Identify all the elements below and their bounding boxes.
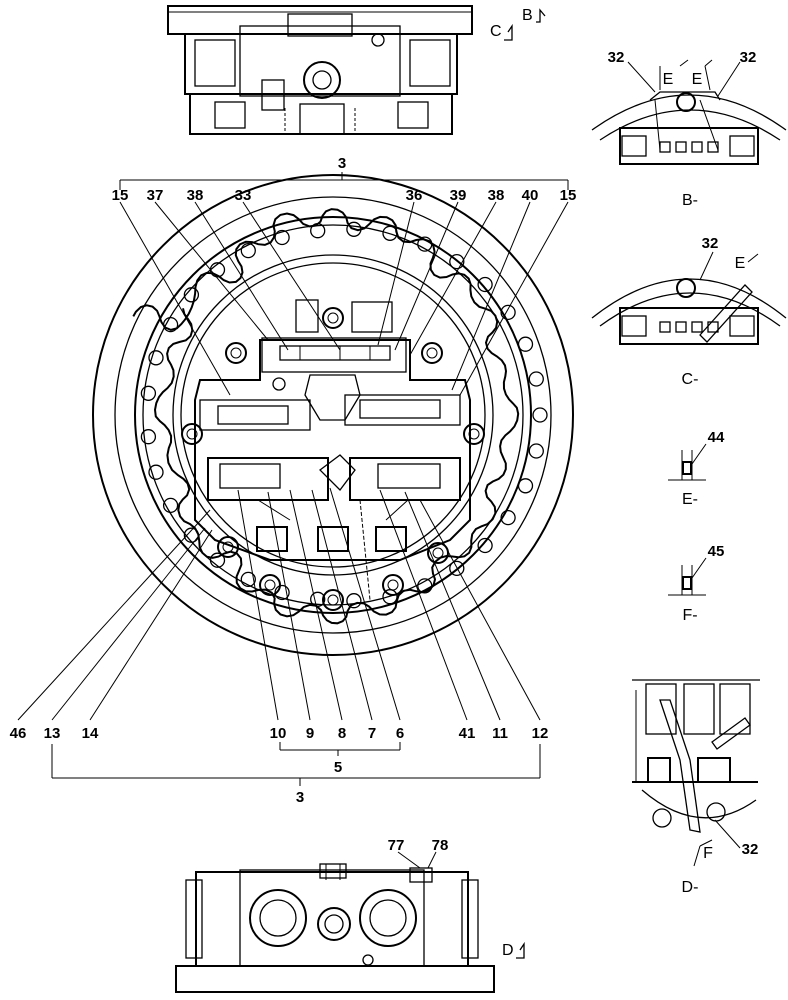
callout-39: 39: [450, 187, 467, 204]
view-arrow-c-label: C: [490, 23, 502, 40]
detail-b-mark-e-left: E: [663, 71, 674, 88]
top-view: [167, 5, 473, 135]
inner-mounting-bolts: [181, 307, 485, 611]
detail-b-callout-32-left: 32: [608, 49, 625, 66]
callout-leaders-bottom: [17, 487, 541, 721]
main-view: 3 15 37 38 33 36 39 38 40 15 46 13 14 10…: [10, 155, 577, 806]
outer-flange-ring: [92, 174, 574, 656]
detail-b: 32 32 E E B-: [591, 49, 787, 209]
group-label-bottom: 3: [296, 789, 304, 806]
callout-38-left: 38: [187, 187, 204, 204]
detail-d: 32 F D-: [632, 679, 760, 896]
callout-9: 9: [306, 725, 314, 742]
sprocket-outline: [132, 208, 520, 625]
flange-ring-inner: [114, 196, 552, 634]
callout-15-left: 15: [112, 187, 129, 204]
callout-8: 8: [338, 725, 346, 742]
bottom-callout-77: 77: [388, 837, 405, 854]
callout-33: 33: [235, 187, 252, 204]
callout-15-right: 15: [560, 187, 577, 204]
callout-12: 12: [532, 725, 549, 742]
view-arrow-b-label: B: [522, 7, 533, 24]
bottom-arrow-d-label: D: [502, 942, 514, 959]
callout-37: 37: [147, 187, 164, 204]
callout-36: 36: [406, 187, 423, 204]
detail-c: 32 E C-: [591, 235, 787, 388]
group-label-mid: 5: [334, 759, 342, 776]
callout-41: 41: [459, 725, 476, 742]
hub-ring: [134, 216, 532, 614]
detail-b-mark-e-right: E: [692, 71, 703, 88]
bottom-view: 77 78 D: [175, 837, 525, 993]
callout-6: 6: [396, 725, 404, 742]
callout-13: 13: [44, 725, 61, 742]
detail-f-callout-45: 45: [708, 543, 725, 560]
detail-d-callout-32: 32: [742, 841, 759, 858]
detail-e: 44 E-: [668, 429, 725, 508]
callout-leaders-top: [119, 201, 569, 396]
outer-bolt-holes: [140, 221, 548, 609]
callout-38-right: 38: [488, 187, 505, 204]
detail-f-caption: F-: [682, 607, 697, 624]
bolt-circle-inner: [172, 254, 494, 576]
detail-b-callout-32-right: 32: [740, 49, 757, 66]
callout-14: 14: [82, 725, 99, 742]
group-brackets: [51, 172, 569, 786]
detail-b-caption: B-: [682, 192, 698, 209]
detail-e-callout-44: 44: [708, 429, 725, 446]
callout-labels-bottom: 46 13 14 10 9 8 7 6 41 11 12: [10, 725, 549, 742]
detail-c-caption: C-: [682, 371, 699, 388]
group-label-top: 3: [338, 155, 346, 172]
view-arrow-c: C B: [490, 7, 546, 41]
callout-10: 10: [270, 725, 287, 742]
detail-c-callout-32: 32: [702, 235, 719, 252]
detail-c-mark-e: E: [735, 255, 746, 272]
detail-e-caption: E-: [682, 491, 698, 508]
valve-body: [194, 299, 471, 601]
bottom-callout-78: 78: [432, 837, 449, 854]
callout-46: 46: [10, 725, 27, 742]
detail-d-mark-f: F: [703, 845, 713, 862]
callout-11: 11: [492, 725, 508, 742]
detail-f: 45 F-: [668, 543, 724, 624]
callout-labels-top: 15 37 38 33 36 39 38 40 15: [112, 187, 577, 204]
callout-40: 40: [522, 187, 539, 204]
callout-7: 7: [368, 725, 376, 742]
detail-d-caption: D-: [682, 879, 699, 896]
